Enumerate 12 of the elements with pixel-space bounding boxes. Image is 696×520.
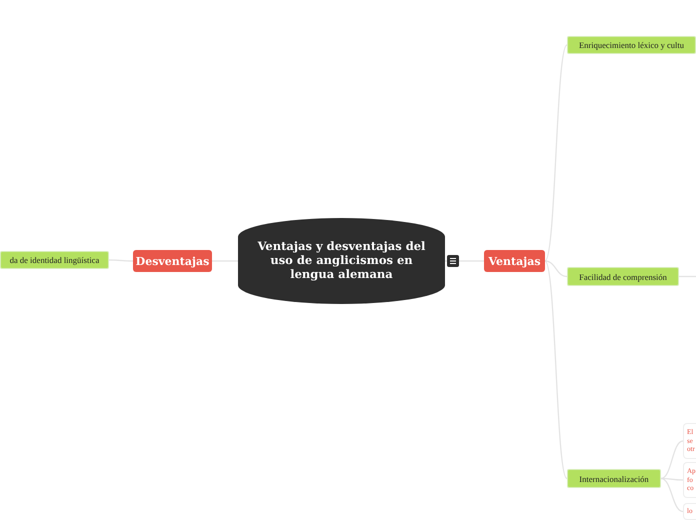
subtopic: Enriquecimiento léxico y cultu	[567, 36, 696, 54]
central-topic: Ventajas y desventajas del uso de anglicismos en lengua alemana	[238, 218, 445, 304]
connector-line	[544, 260, 568, 278]
connector-line	[660, 440, 684, 480]
branch-topic: Desventajas	[133, 250, 212, 272]
connector-line	[660, 478, 684, 512]
connector-line	[544, 44, 568, 262]
subtopic: Facilidad de comprensión	[567, 267, 679, 286]
connector-line	[544, 260, 568, 479]
branch-topic: Ventajas	[484, 250, 545, 272]
subtopic: Internacionalización	[567, 469, 661, 488]
subtopic: da de identidad lingüística	[0, 251, 109, 269]
